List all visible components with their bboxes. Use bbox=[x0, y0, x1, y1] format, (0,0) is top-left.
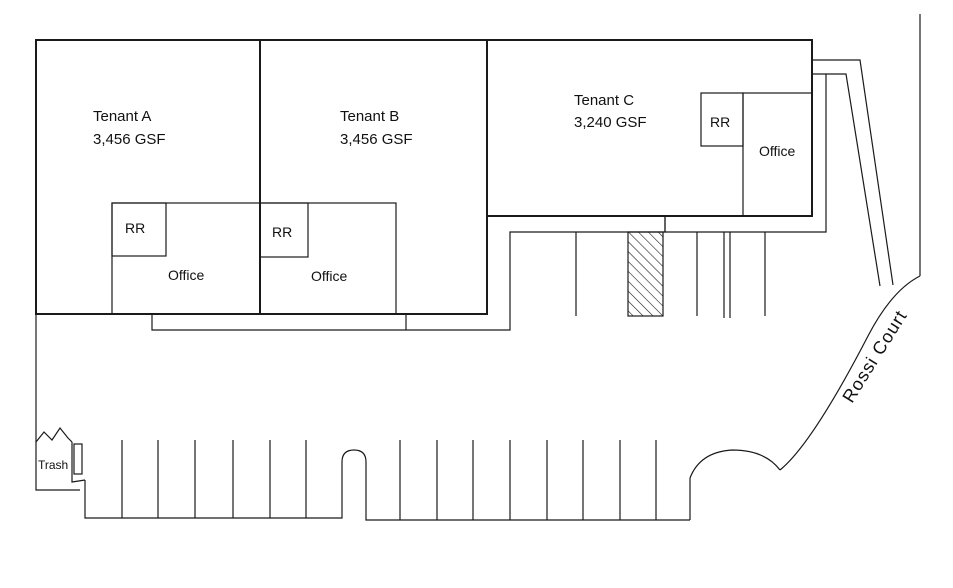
accessible-stall-hatch bbox=[627, 231, 664, 317]
labels: Tenant A 3,456 GSF RR Office Tenant B 3,… bbox=[38, 92, 911, 472]
trash-enclosure bbox=[35, 426, 86, 491]
tenant-c-office bbox=[742, 92, 813, 217]
tenant-a-restroom bbox=[111, 202, 167, 257]
tenant-a-office-label: Office bbox=[168, 267, 205, 283]
tenant-c-area: 3,240 GSF bbox=[574, 114, 647, 131]
tenant-a-restroom-label: RR bbox=[125, 220, 145, 236]
walkways bbox=[151, 59, 894, 331]
building bbox=[35, 39, 813, 315]
cul-de-sac-bulb bbox=[689, 449, 781, 479]
tenant-b-name: Tenant B bbox=[340, 108, 399, 125]
tenant-b-restroom-label: RR bbox=[272, 224, 292, 240]
tenant-b-office-label: Office bbox=[311, 268, 348, 284]
tenant-c-name: Tenant C bbox=[574, 92, 634, 109]
front-walk bbox=[151, 216, 666, 331]
tenant-c-restroom-label: RR bbox=[710, 114, 730, 130]
tenant-a-space bbox=[35, 39, 261, 315]
tenant-c-office-label: Office bbox=[759, 143, 796, 159]
tenant-c-space bbox=[486, 39, 813, 217]
side-walk bbox=[487, 73, 827, 233]
lower-parking bbox=[84, 440, 690, 521]
street-name: Rossi Court bbox=[838, 306, 911, 406]
tenant-a-area: 3,456 GSF bbox=[93, 131, 166, 148]
tenant-b-restroom bbox=[259, 202, 309, 258]
entry-walk-inner bbox=[826, 73, 881, 287]
street-curve bbox=[779, 275, 921, 471]
entry-walk bbox=[812, 59, 894, 286]
tenant-b-office bbox=[259, 202, 397, 315]
tenant-b-space bbox=[259, 39, 488, 315]
trash-label: Trash bbox=[38, 458, 68, 472]
tenant-b-area: 3,456 GSF bbox=[340, 131, 413, 148]
tenant-a-name: Tenant A bbox=[93, 108, 151, 125]
site-boundary bbox=[35, 14, 921, 520]
upper-parking bbox=[575, 231, 766, 318]
